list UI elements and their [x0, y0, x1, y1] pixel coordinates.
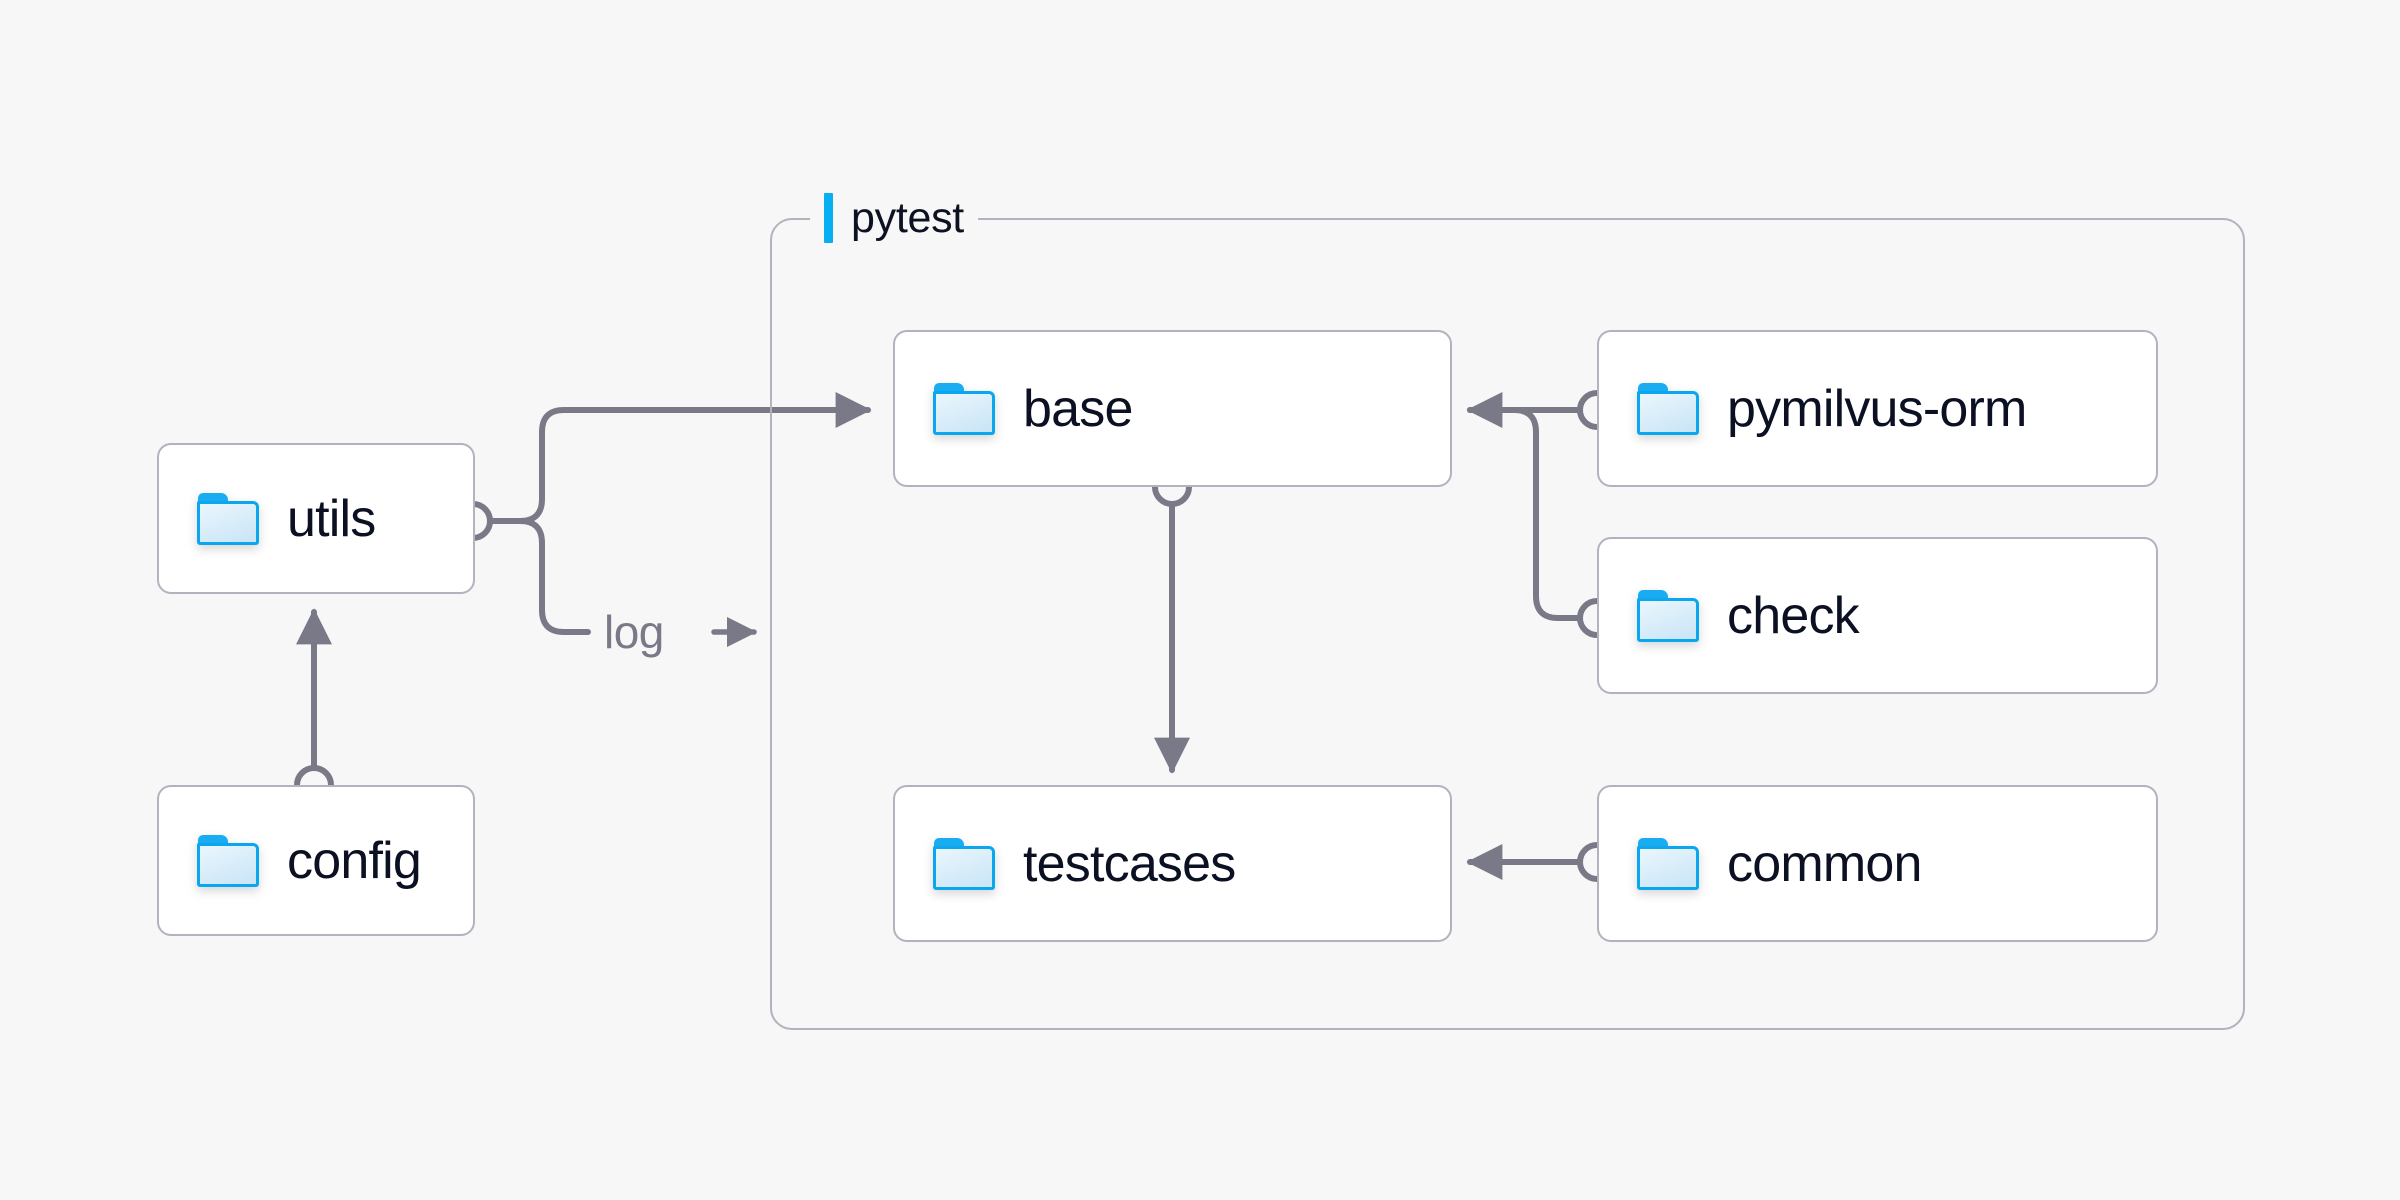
group-accent-bar	[824, 193, 833, 243]
node-config[interactable]: config	[157, 785, 475, 936]
edge-label-log: log	[604, 606, 664, 658]
node-check[interactable]: check	[1597, 537, 2158, 694]
group-container-pytest[interactable]	[770, 218, 2245, 1030]
folder-icon	[1637, 382, 1699, 435]
node-pymilvus-orm[interactable]: pymilvus-orm	[1597, 330, 2158, 487]
folder-icon	[933, 837, 995, 890]
node-label: testcases	[1023, 834, 1236, 893]
node-label: utils	[287, 489, 376, 548]
node-common[interactable]: common	[1597, 785, 2158, 942]
node-label: common	[1727, 834, 1922, 893]
node-label: check	[1727, 586, 1860, 645]
folder-icon	[1637, 589, 1699, 642]
node-testcases[interactable]: testcases	[893, 785, 1452, 942]
edge-utils-to-log	[484, 518, 591, 635]
group-label-text: pytest	[851, 194, 964, 242]
node-utils[interactable]: utils	[157, 443, 475, 594]
folder-icon	[197, 834, 259, 887]
folder-icon	[197, 492, 259, 545]
node-label: base	[1023, 379, 1133, 438]
node-label: pymilvus-orm	[1727, 379, 2027, 438]
node-base[interactable]: base	[893, 330, 1452, 487]
folder-icon	[933, 382, 995, 435]
folder-icon	[1637, 837, 1699, 890]
node-label: config	[287, 831, 422, 890]
group-label-pytest: pytest	[810, 190, 978, 246]
